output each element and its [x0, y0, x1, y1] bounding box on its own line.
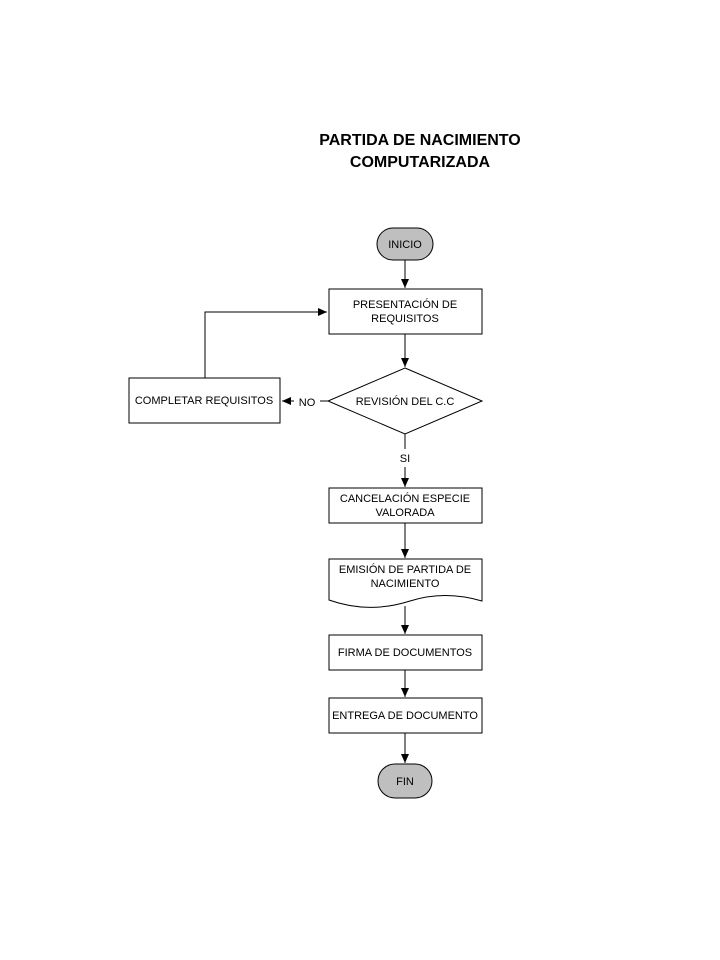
- emision-label-line-2: NACIMIENTO: [371, 578, 440, 590]
- entrega-label: ENTREGA DE DOCUMENTO: [332, 710, 478, 722]
- si-label: SI: [400, 453, 410, 465]
- process-firma-documentos: FIRMA DE DOCUMENTOS: [328, 634, 483, 671]
- document-emision-partida: EMISIÓN DE PARTIDA DE NACIMIENTO: [328, 558, 483, 608]
- cancelacion-label-line-1: CANCELACIÓN ESPECIE: [340, 492, 470, 505]
- start-terminal: INICIO: [376, 227, 434, 261]
- end-terminal: FIN: [377, 763, 433, 799]
- diagram-title: PARTIDA DE NACIMIENTO COMPUTARIZADA: [260, 130, 580, 174]
- process-cancelacion-especie: CANCELACIÓN ESPECIE VALORADA: [328, 487, 483, 524]
- process-entrega-documento: ENTREGA DE DOCUMENTO: [328, 697, 483, 734]
- end-label: FIN: [396, 776, 414, 788]
- no-label: NO: [299, 397, 316, 409]
- title-line-2: COMPUTARIZADA: [349, 154, 491, 171]
- completar-label: COMPLETAR REQUISITOS: [135, 395, 273, 407]
- decision-revision-cc: REVISIÓN DEL C.C: [326, 367, 484, 435]
- start-label: INICIO: [388, 239, 422, 251]
- presentacion-label-line-1: PRESENTACIÓN DE: [353, 298, 457, 311]
- process-presentacion-requisitos: PRESENTACIÓN DE REQUISITOS: [328, 288, 483, 335]
- title-line-1: PARTIDA DE NACIMIENTO: [319, 132, 521, 149]
- cancelacion-label-line-2: VALORADA: [375, 507, 435, 519]
- firma-label: FIRMA DE DOCUMENTOS: [338, 647, 472, 659]
- process-completar-requisitos: COMPLETAR REQUISITOS: [128, 377, 281, 424]
- revision-label: REVISIÓN DEL C.C: [356, 395, 455, 408]
- presentacion-label-line-2: REQUISITOS: [371, 313, 439, 325]
- emision-label-line-1: EMISIÓN DE PARTIDA DE: [339, 563, 471, 576]
- connector-completar-loop: [204, 308, 327, 378]
